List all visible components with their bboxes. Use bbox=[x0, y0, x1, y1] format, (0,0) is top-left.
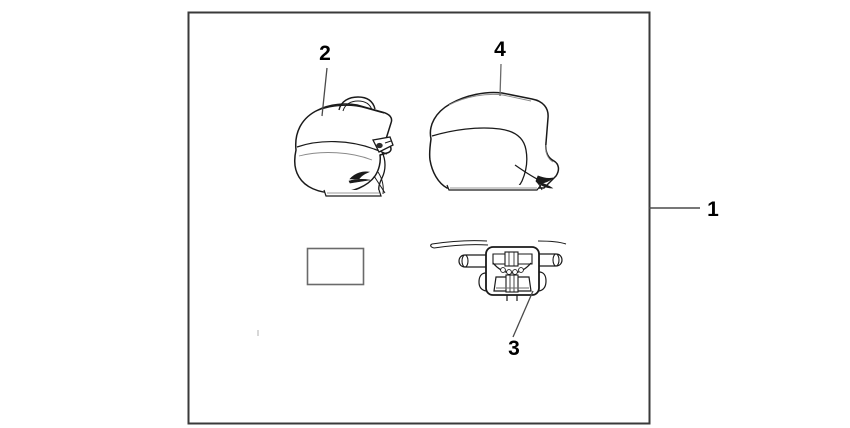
liner-notch-line bbox=[545, 144, 554, 163]
saddlebag-lid-seam bbox=[296, 140, 388, 155]
blank-rectangle-plate bbox=[306, 247, 365, 286]
bracket-rail-left-upper bbox=[431, 240, 488, 245]
honda-wing-lower bbox=[348, 179, 371, 184]
saddlebag-lid-top-edge bbox=[315, 104, 385, 114]
honda-wing-upper bbox=[349, 171, 371, 180]
bracket-rail-left-lower bbox=[433, 244, 489, 249]
saddlebag-latch-plate bbox=[372, 136, 394, 153]
bracket-tube-left-end bbox=[461, 254, 469, 268]
callout-4-label: 4 bbox=[494, 38, 506, 61]
saddlebag-body-outline bbox=[294, 103, 393, 194]
liner-body-outline bbox=[428, 91, 560, 189]
part-mounting-bracket bbox=[430, 240, 567, 301]
saddlebag-tether-strap-edge bbox=[377, 171, 384, 195]
bracket-bead-2 bbox=[506, 269, 512, 275]
bracket-bead-4 bbox=[518, 267, 524, 273]
liner-strap-toggle bbox=[535, 175, 554, 189]
saddlebag-lock-barrel bbox=[376, 142, 383, 149]
bracket-bead-3 bbox=[512, 269, 518, 275]
liner-strap-tail bbox=[535, 180, 543, 191]
liner-flap-seam bbox=[431, 127, 528, 189]
saddlebag-crease-line bbox=[298, 152, 373, 161]
bracket-tube-right-end bbox=[552, 253, 560, 267]
parts-frame-border bbox=[187, 11, 651, 425]
honda-wing-emblem bbox=[348, 171, 371, 184]
callout-4-leader-line bbox=[499, 63, 502, 97]
bracket-upper-clamp-center bbox=[504, 251, 519, 267]
liner-top-edge-highlight bbox=[448, 94, 532, 106]
callout-3-label: 3 bbox=[508, 337, 520, 360]
bracket-lower-clamp-center bbox=[505, 274, 519, 293]
callout-1-label: 1 bbox=[707, 198, 719, 221]
saddlebag-latch-tab bbox=[384, 140, 392, 144]
callout-2-leader-line bbox=[321, 67, 328, 117]
callout-2-label: 2 bbox=[319, 42, 331, 65]
saddlebag-carry-handle bbox=[338, 96, 376, 111]
callout-3-leader-line bbox=[512, 290, 534, 338]
bracket-bead-1 bbox=[500, 267, 506, 273]
bracket-spring-wire bbox=[492, 262, 532, 274]
part-inner-bag-liner bbox=[428, 91, 560, 191]
bracket-rail-left-cap bbox=[430, 243, 435, 249]
bracket-hook-right bbox=[538, 271, 547, 292]
bracket-hook-left bbox=[478, 272, 487, 292]
saddlebag-carry-handle-inner bbox=[342, 100, 373, 112]
bracket-rail-right bbox=[537, 240, 567, 245]
saddlebag-tether-fold bbox=[373, 175, 386, 194]
part-saddlebag-shell bbox=[294, 96, 394, 197]
